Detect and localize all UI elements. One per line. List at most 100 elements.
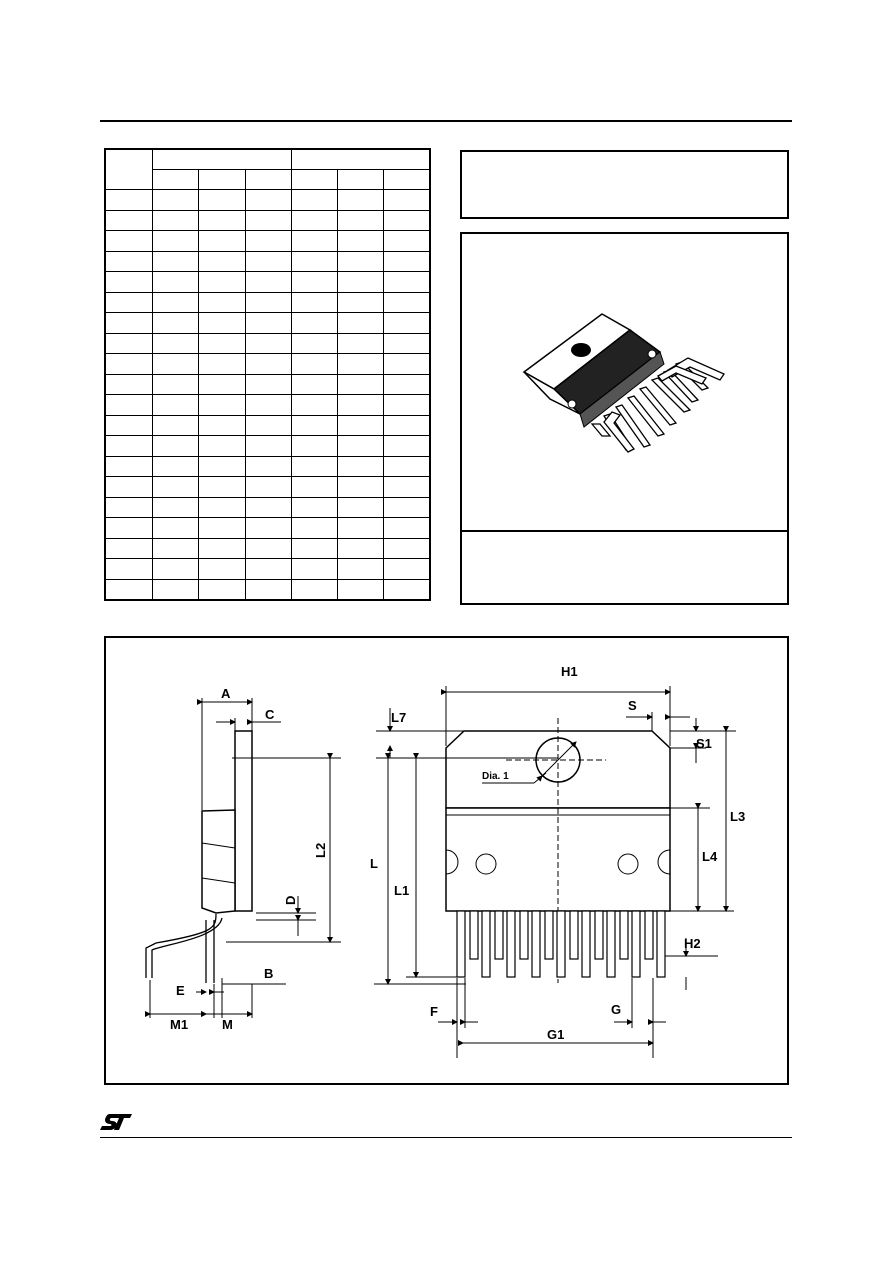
table-cell (104, 578, 153, 601)
table-cell (244, 517, 292, 539)
table-cell (104, 312, 153, 334)
table-cell (198, 332, 246, 355)
table-column-header (383, 169, 431, 191)
table-cell (383, 209, 431, 232)
table-cell (290, 291, 339, 314)
table-cell (383, 312, 431, 334)
table-cell (151, 414, 200, 437)
table-cell (336, 394, 385, 416)
table-cell (198, 455, 246, 478)
table-cell (104, 414, 153, 437)
table-cell (104, 455, 153, 478)
table-cell (336, 414, 385, 437)
table-cell (244, 435, 292, 457)
table-cell (198, 476, 246, 498)
table-cell (336, 291, 385, 314)
table-row (104, 189, 431, 211)
table-cell (336, 353, 385, 375)
dim-label-g: G (611, 1002, 621, 1017)
table-cell (336, 496, 385, 519)
dim-label-c: C (265, 707, 275, 722)
table-cell (198, 353, 246, 375)
table-cell (198, 312, 246, 334)
table-row (104, 414, 431, 437)
table-cell (244, 312, 292, 334)
table-cell (151, 496, 200, 519)
table-cell (290, 414, 339, 437)
table-cell (104, 230, 153, 252)
package-image-box (460, 232, 789, 605)
table-cell (151, 353, 200, 375)
table-cell (244, 558, 292, 580)
dim-label-g1: G1 (547, 1027, 564, 1042)
table-cell (244, 414, 292, 437)
table-cell (383, 291, 431, 314)
table-row (104, 373, 431, 396)
table-cell (383, 353, 431, 375)
table-cell (104, 496, 153, 519)
table-cell (336, 578, 385, 601)
table-cell (244, 496, 292, 519)
table-row (104, 209, 431, 232)
table-row (104, 230, 431, 252)
table-cell (151, 209, 200, 232)
table-cell (151, 312, 200, 334)
table-cell (383, 435, 431, 457)
table-cell (336, 558, 385, 580)
table-row (104, 496, 431, 519)
table-cell (151, 291, 200, 314)
table-cell (290, 250, 339, 273)
table-cell (290, 353, 339, 375)
table-cell (151, 558, 200, 580)
table-cell (244, 455, 292, 478)
table-row (104, 332, 431, 355)
footer-rule (100, 1137, 792, 1138)
table-cell (104, 476, 153, 498)
table-cell (151, 435, 200, 457)
table-cell (383, 537, 431, 560)
table-cell (151, 189, 200, 211)
dim-label-b: B (264, 966, 273, 981)
table-cell (198, 517, 246, 539)
table-cell (244, 271, 292, 293)
table-cell (104, 271, 153, 293)
table-column-header (290, 169, 339, 191)
table-cell (198, 414, 246, 437)
st-logo: ST (100, 1112, 134, 1132)
table-cell (290, 496, 339, 519)
table-cell (290, 373, 339, 396)
table-cell (151, 517, 200, 539)
package-3d-illustration (522, 313, 725, 453)
table-row (104, 435, 431, 457)
table-row (104, 455, 431, 478)
dim-label-h1: H1 (561, 664, 578, 679)
table-cell (383, 189, 431, 211)
table-cell (244, 230, 292, 252)
table-column-header (336, 169, 385, 191)
table-cell (104, 148, 153, 191)
table-cell (244, 332, 292, 355)
dim-label-s: S (628, 698, 637, 713)
table-cell (383, 271, 431, 293)
table-cell (244, 353, 292, 375)
table-cell (244, 394, 292, 416)
table-row (104, 312, 431, 334)
dim-label-l4: L4 (702, 849, 718, 864)
dimension-table (104, 148, 431, 601)
table-group-header (290, 148, 431, 171)
table-cell (104, 373, 153, 396)
table-cell (104, 394, 153, 416)
table-cell (244, 291, 292, 314)
table-cell (104, 291, 153, 314)
table-column-header (244, 169, 292, 191)
mechanical-drawing: A C L2 D B E M1 M H1 S S1 L7 L3 L L1 L4 … (145, 664, 745, 1058)
table-cell (244, 250, 292, 273)
table-cell (383, 373, 431, 396)
table-cell (290, 332, 339, 355)
table-cell (198, 558, 246, 580)
table-row (104, 476, 431, 498)
header-rule (100, 120, 792, 122)
table-cell (244, 373, 292, 396)
table-cell (244, 209, 292, 232)
table-cell (336, 271, 385, 293)
